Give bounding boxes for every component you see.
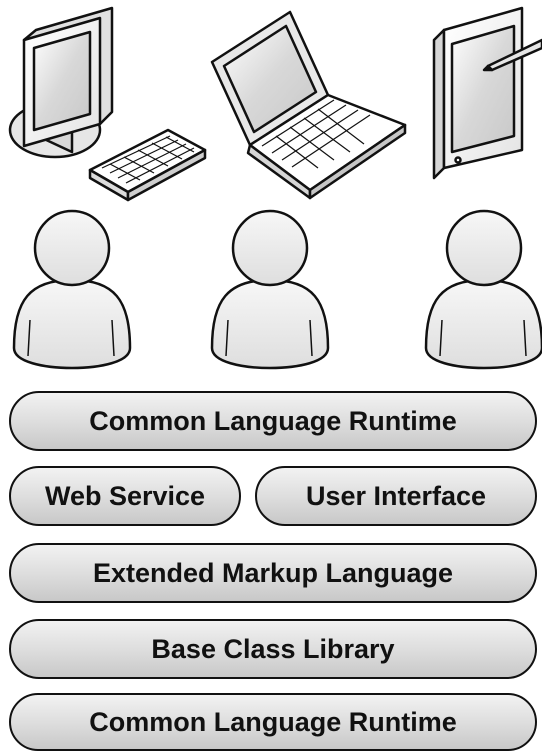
layer-common-language-runtime-bottom: Common Language Runtime <box>9 693 537 751</box>
user-icon <box>12 209 132 370</box>
devices-and-users-illustration <box>8 6 542 370</box>
layer-extended-markup-language: Extended Markup Language <box>9 543 537 603</box>
layer-user-interface: User Interface <box>255 466 537 526</box>
tablet-with-stylus-icon <box>432 6 542 180</box>
layer-base-class-library: Base Class Library <box>9 619 537 679</box>
user-icon <box>424 209 542 370</box>
layer-common-language-runtime-top: Common Language Runtime <box>9 391 537 451</box>
keyboard-icon <box>88 128 207 202</box>
layer-web-service: Web Service <box>9 466 241 526</box>
laptop-icon <box>210 10 407 200</box>
desktop-computer-icon <box>8 6 114 159</box>
user-icon <box>210 209 330 370</box>
